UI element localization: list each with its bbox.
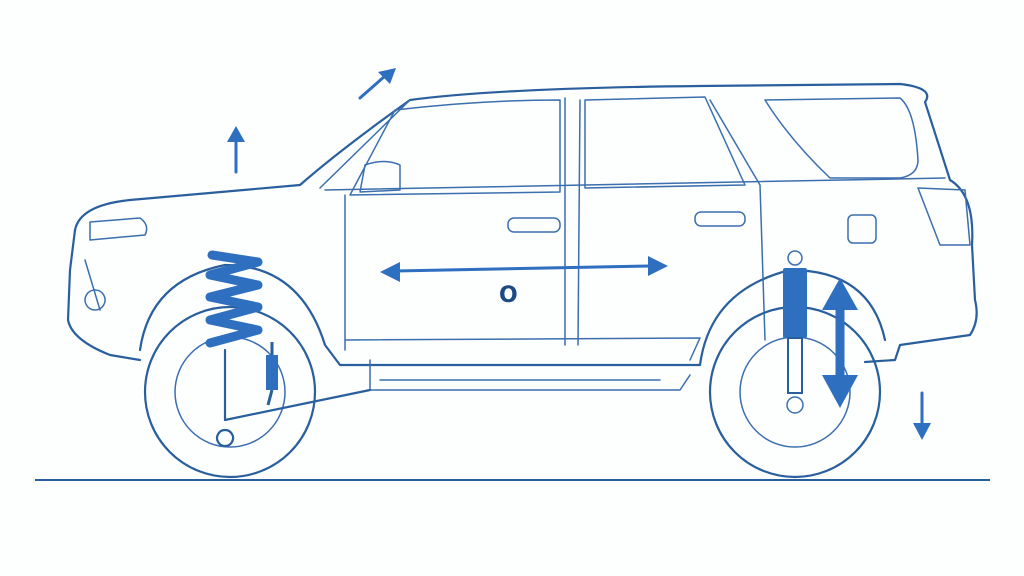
front-shock-absorber bbox=[266, 342, 278, 406]
front-control-arm bbox=[216, 348, 372, 448]
horizontal-double-arrow bbox=[380, 256, 668, 282]
up-arrow-icon bbox=[227, 126, 245, 174]
diagonal-arrow-icon bbox=[358, 68, 396, 100]
front-coil-spring bbox=[205, 250, 263, 348]
rear-shock-absorber bbox=[783, 250, 807, 414]
car-body bbox=[66, 82, 978, 391]
vertical-travel-double-arrow bbox=[822, 278, 858, 408]
center-label: O bbox=[499, 283, 518, 308]
front-wheel bbox=[143, 305, 317, 479]
down-arrow-icon bbox=[913, 391, 931, 440]
